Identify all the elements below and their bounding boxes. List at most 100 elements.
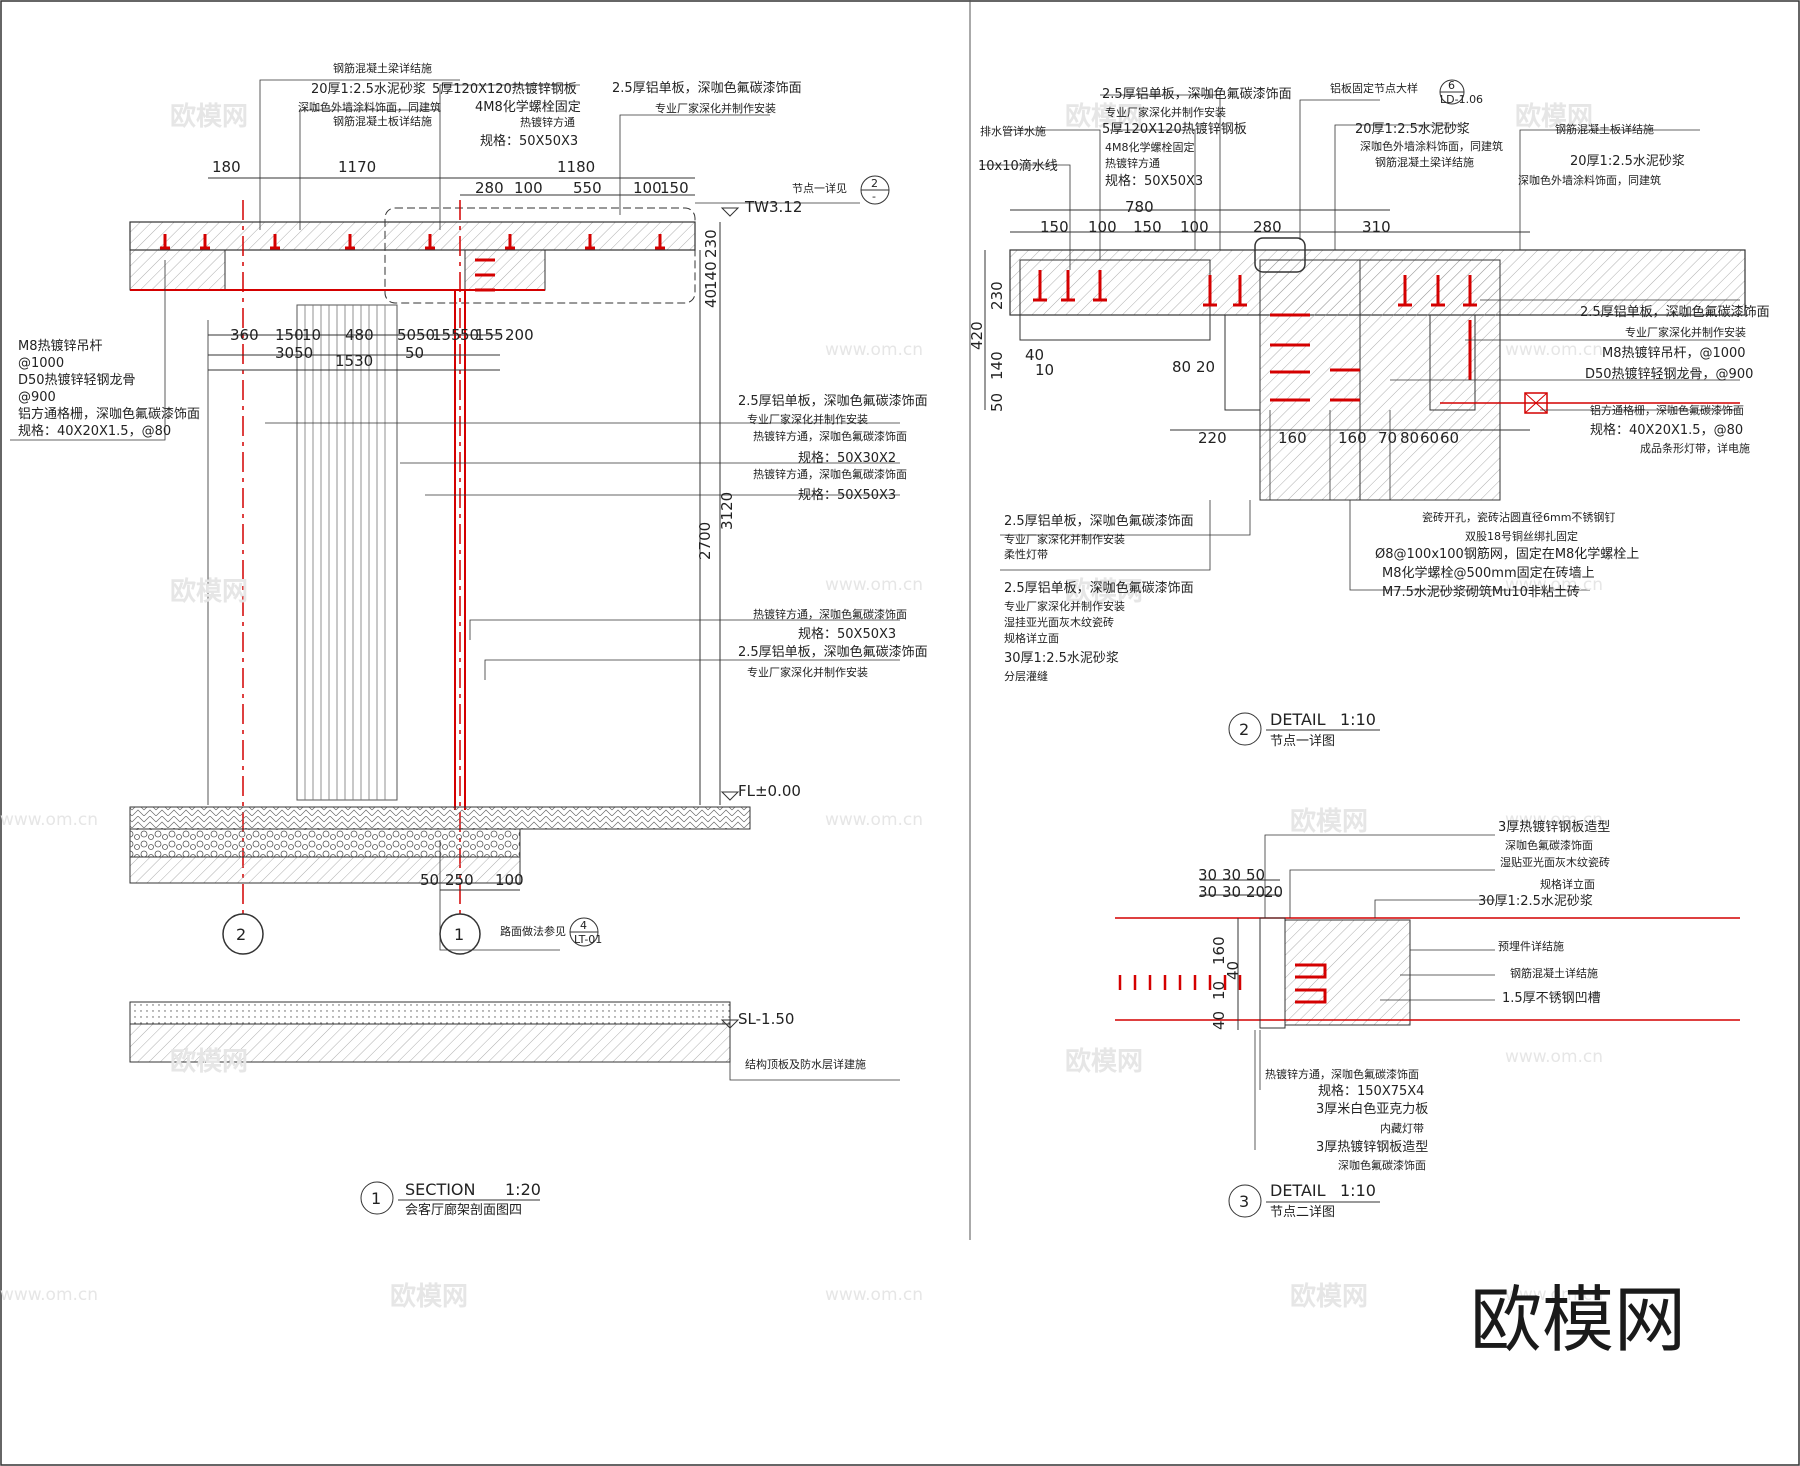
detail-2-dims: [984, 209, 1530, 431]
dim: 220: [1198, 429, 1227, 447]
detail-3-steel: [1259, 917, 1286, 1029]
subgrade: [129, 856, 521, 884]
dim: 3120: [718, 492, 736, 530]
dim: 150: [1040, 218, 1069, 236]
label: 路面做法参见: [500, 924, 566, 938]
section-1-scale: 1:20: [505, 1180, 541, 1199]
dim: 30: [1222, 883, 1241, 901]
label: M8化学螺栓@500mm固定在砖墙上: [1382, 565, 1595, 581]
dim: 30: [1198, 866, 1217, 884]
watermark-url: www.om.cn: [0, 810, 98, 830]
label: 分层灌缝: [1004, 669, 1048, 683]
structural-slab: [129, 1023, 731, 1063]
axis-label: 2: [236, 925, 246, 944]
dim: 310: [1362, 218, 1391, 236]
label: 3厚热镀锌钢板造型: [1316, 1139, 1428, 1155]
dim: 20: [1196, 358, 1215, 376]
ref-sheet: -: [872, 190, 876, 203]
label: 深咖色氟碳漆饰面: [1505, 838, 1593, 852]
label: 20厚1:2.5水泥砂浆: [311, 82, 426, 97]
label: 2.5厚铝单板，深咖色氟碳漆饰面: [1102, 86, 1292, 102]
label: 湿挂亚光面灰木纹瓷砖: [1004, 615, 1114, 629]
detail-3-subtitle: 节点二详图: [1270, 1205, 1335, 1220]
label: 规格详立面: [1004, 631, 1059, 645]
watermark-url: www.om.cn: [1505, 810, 1603, 830]
dim: 50: [460, 326, 479, 344]
label: 2.5厚铝单板，深咖色氟碳漆饰面: [738, 393, 928, 409]
dim: 80: [1400, 429, 1419, 447]
dim: 40: [1224, 961, 1242, 980]
label: 专业厂家深化并制作安装: [747, 412, 868, 426]
label: 钢筋混凝土详结施: [1510, 966, 1598, 980]
dim: 40: [1210, 1011, 1228, 1030]
label: D50热镀锌轻钢龙骨，@900: [1585, 366, 1753, 382]
label: 双股18号铜丝绑扎固定: [1465, 529, 1578, 543]
roof-beam: [129, 249, 226, 291]
watermark-site: 欧模网: [1065, 576, 1143, 607]
watermark-url: www.om.cn: [825, 340, 923, 360]
dim: 100: [514, 179, 543, 197]
dim: 30: [1198, 883, 1217, 901]
label: 热镀锌方通: [1105, 156, 1160, 170]
dim: 420: [968, 321, 986, 350]
dim: 180: [212, 158, 241, 176]
section-1-labels: 钢筋混凝土梁详结施 20厚1:2.5水泥砂浆 深咖色外墙涂料饰面，同建筑 钢筋混…: [18, 61, 928, 1218]
label: @900: [18, 390, 56, 405]
label: 2.5厚铝单板，深咖色氟碳漆饰面: [1580, 304, 1770, 320]
label: 专业厂家深化并制作安装: [1004, 532, 1125, 546]
label: 专业厂家深化并制作安装: [1625, 325, 1746, 339]
label: 排水管详水施: [980, 124, 1046, 138]
label: 3厚热镀锌钢板造型: [1498, 819, 1610, 835]
detail-3-scale: 1:10: [1340, 1181, 1376, 1200]
level-label: FL±0.00: [738, 782, 801, 800]
dim: 160: [1278, 429, 1307, 447]
dim: 1530: [335, 352, 373, 370]
detail-3-leaders: [1254, 834, 1495, 1150]
brand-logo-text: 欧模网: [1470, 1278, 1686, 1362]
label: M7.5水泥砂浆砌筑Mu10非粘土砖: [1382, 584, 1580, 600]
dim: 780: [1125, 198, 1154, 216]
label: 钢筋混凝土板详结施: [333, 114, 432, 128]
label: 1.5厚不锈钢凹槽: [1502, 991, 1601, 1006]
detail-2-title-bubble: [1228, 712, 1262, 746]
detail-2-subtitle: 节点一详图: [1270, 734, 1335, 749]
label: 规格：40X20X1.5，@80: [18, 423, 171, 439]
label: 5厚120X120热镀锌钢板: [1102, 121, 1247, 137]
label: M8热镀锌吊杆，@1000: [1602, 345, 1746, 361]
dim: 230: [988, 281, 1006, 310]
label: 热镀锌方通，深咖色氟碳漆饰面: [753, 467, 907, 481]
dim: 100: [495, 871, 524, 889]
dim: 550: [573, 179, 602, 197]
label: 专业厂家深化并制作安装: [1105, 105, 1226, 119]
label: 瓷砖开孔，瓷砖沾圆直径6mm不锈钢钉: [1422, 510, 1615, 524]
label: D50热镀锌轻钢龙骨: [18, 372, 136, 388]
label: 结构顶板及防水层详建施: [745, 1057, 866, 1071]
dim: 20: [1264, 883, 1283, 901]
dim: 40: [1025, 346, 1044, 364]
detail-3-drawing: [1115, 834, 1740, 1218]
label: 专业厂家深化并制作安装: [655, 101, 776, 115]
watermark-site: 欧模网: [170, 576, 248, 607]
detail-2-title: DETAIL: [1270, 710, 1326, 729]
roof-beam-2: [464, 249, 546, 291]
ref-num: 6: [1448, 79, 1455, 92]
section-1-title: SECTION: [405, 1180, 476, 1199]
watermark-url: www.om.cn: [1505, 575, 1603, 595]
dim: 1170: [338, 158, 376, 176]
label: 钢筋混凝土梁详结施: [333, 61, 432, 75]
dim: 480: [345, 326, 374, 344]
detail-2-number: 2: [1239, 720, 1249, 739]
dim: 100: [1180, 218, 1209, 236]
detail-3-anchors: [1295, 963, 1327, 1004]
dim: 40: [702, 289, 720, 308]
structural-slab-top: [129, 1001, 731, 1025]
dim: 20: [1246, 883, 1265, 901]
label: 铝板固定节点大样: [1330, 81, 1418, 95]
watermark-url: www.om.cn: [0, 1285, 98, 1305]
detail-2-light-strip: [1524, 392, 1548, 414]
watermark-url: www.om.cn: [1505, 1047, 1603, 1067]
label: 深咖色外墙涂料饰面，同建筑: [298, 100, 441, 114]
dim: 50: [988, 393, 1006, 412]
aluminium-grille: [296, 304, 398, 801]
dim: 250: [445, 871, 474, 889]
